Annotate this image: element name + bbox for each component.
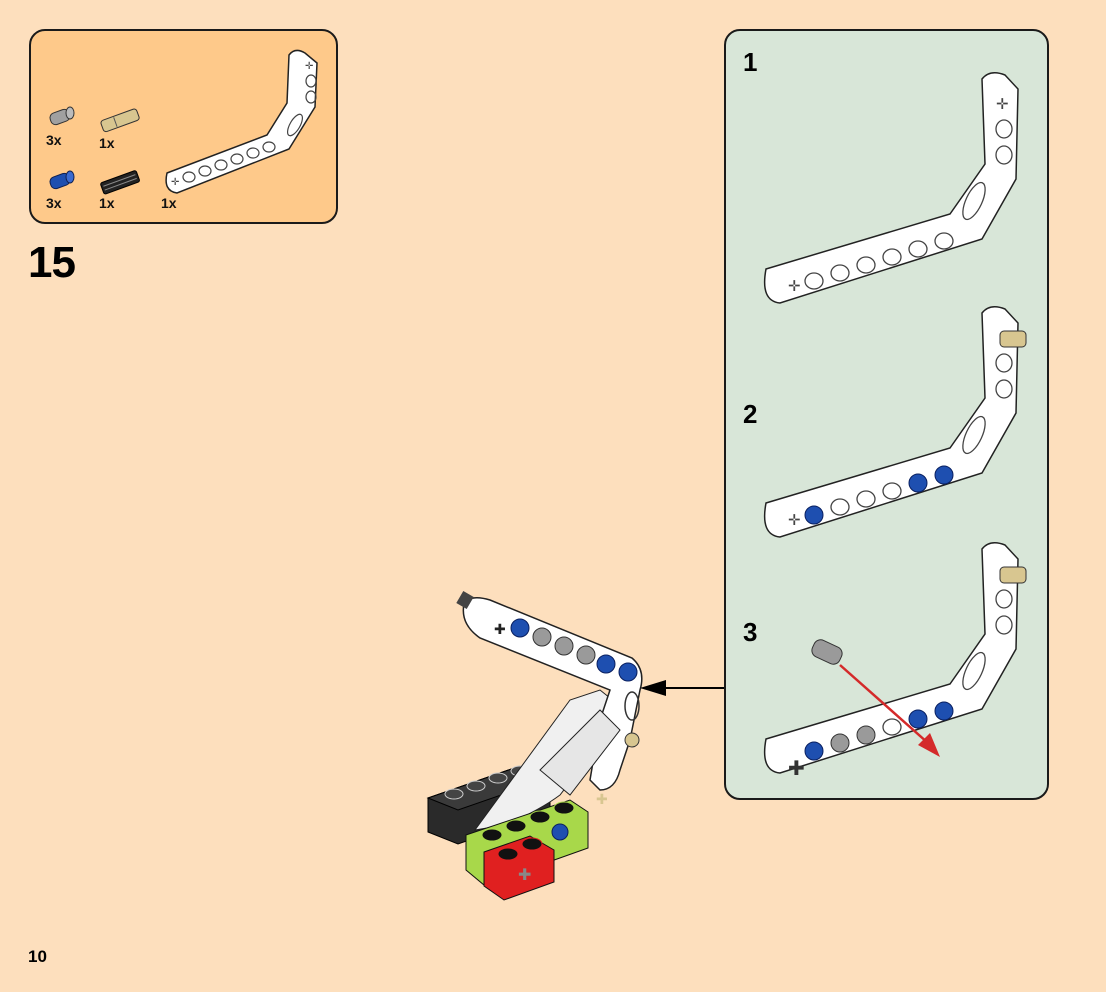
svg-text:✛: ✛ [171, 177, 179, 188]
step-number: 15 [28, 238, 76, 287]
substep-3-label: 3 [743, 617, 758, 647]
svg-text:✛: ✛ [788, 278, 801, 295]
substeps-panel: 1 2 3 ✛ ✛ ✛ [724, 29, 1049, 800]
svg-text:✚: ✚ [518, 867, 531, 884]
svg-text:✚: ✚ [494, 621, 506, 637]
qty-blue-pin: 3x [46, 195, 62, 211]
red-brick: ✚ [483, 835, 555, 901]
blue-pin-icon [49, 170, 75, 190]
substep-3-liftarm: ✚ [763, 542, 1027, 780]
substep-2-label: 2 [743, 399, 758, 429]
loose-gray-pin [811, 639, 843, 665]
white-bent-liftarm-icon: ✛ ✛ [165, 49, 318, 194]
black-axle-icon [100, 170, 140, 195]
svg-text:✚: ✚ [788, 758, 805, 780]
svg-text:✛: ✛ [996, 96, 1009, 113]
svg-text:✚: ✚ [596, 791, 608, 807]
svg-text:✛: ✛ [788, 512, 801, 529]
substep-1-label: 1 [743, 47, 758, 77]
page-number: 10 [28, 947, 47, 966]
svg-text:✛: ✛ [305, 61, 313, 72]
substep-2-liftarm: ✛ [763, 306, 1027, 538]
gray-pin-icon [49, 106, 75, 126]
callout-arrow [640, 680, 726, 696]
substep-1-liftarm: ✛ ✛ [763, 72, 1019, 304]
qty-liftarm: 1x [161, 195, 177, 211]
main-assembly-illustration: ✚ ✚ ✚ [426, 590, 643, 901]
qty-gray-pin: 3x [46, 132, 62, 148]
qty-tan-pin: 1x [99, 135, 115, 151]
parts-list-panel: 3x 1x 3x 1x [29, 29, 338, 224]
tan-axle-pin-icon [100, 108, 140, 133]
qty-black-axle: 1x [99, 195, 115, 211]
